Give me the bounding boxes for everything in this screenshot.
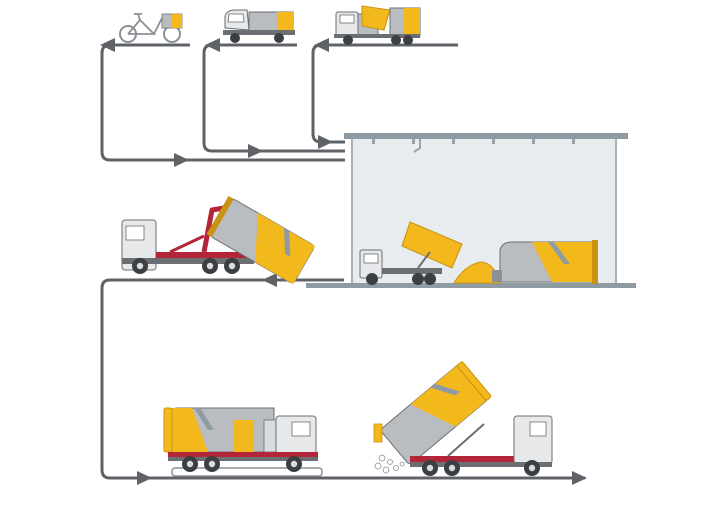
arrow-right-icon bbox=[318, 135, 333, 149]
arrow-left-icon bbox=[100, 38, 115, 52]
arrow-left-icon bbox=[314, 38, 329, 52]
arrow-right-icon bbox=[248, 144, 263, 158]
tipping-truck-icon bbox=[359, 221, 463, 285]
arrow-right-icon bbox=[174, 153, 189, 167]
tipped-container-icon bbox=[381, 361, 492, 465]
loading-flow-line bbox=[100, 278, 585, 480]
small-electric-van-icon bbox=[223, 9, 295, 43]
arrow-left-icon bbox=[205, 38, 220, 52]
ceiling-light-icon bbox=[372, 139, 575, 144]
falling-waste-icon bbox=[374, 454, 405, 474]
compactor-container-icon bbox=[492, 240, 598, 284]
flow-arrowheads bbox=[100, 38, 587, 485]
tipper-flow-line bbox=[311, 43, 458, 144]
small-tipper-truck-icon bbox=[334, 5, 421, 45]
transfer-station-hall-icon bbox=[306, 133, 636, 288]
arrow-right-icon bbox=[137, 471, 152, 485]
hooklift-truck-loading-container-icon bbox=[121, 196, 316, 285]
exhaust-pipe-icon bbox=[413, 139, 421, 153]
hooklift-truck-unloading-icon bbox=[373, 361, 553, 476]
hooklift-truck-transport-icon bbox=[163, 407, 323, 477]
arrow-right-icon bbox=[572, 471, 587, 485]
arrow-left-icon bbox=[262, 273, 277, 287]
cargo-bike-icon bbox=[119, 13, 183, 43]
bike-flow-line bbox=[100, 43, 345, 162]
van-flow-line bbox=[202, 43, 345, 153]
tilted-container-icon bbox=[206, 196, 316, 285]
